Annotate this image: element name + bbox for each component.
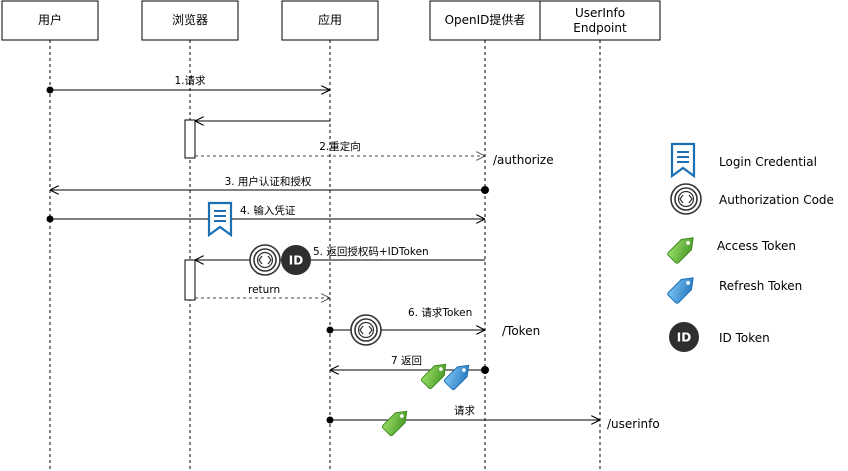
legend-access-token-icon xyxy=(666,232,699,265)
id-token-text: ID xyxy=(289,254,303,268)
legend-refresh-token-label: Refresh Token xyxy=(719,279,802,293)
participant-userinfo-label-line2: Endpoint xyxy=(573,21,627,35)
endpoint-token: /Token xyxy=(502,324,540,338)
legend-id-token-label: ID Token xyxy=(719,331,770,345)
message-8-label: 请求 xyxy=(454,404,475,417)
access-token-icon xyxy=(419,358,452,391)
message-return: return xyxy=(195,284,330,298)
activation-browser-1 xyxy=(184,119,196,159)
participant-browser: 浏览器 xyxy=(141,0,239,41)
participant-openid: OpenID提供者 xyxy=(429,0,541,41)
message-return-label: return xyxy=(248,284,280,296)
legend-authorization-code-label: Authorization Code xyxy=(719,193,834,207)
activation-browser-2 xyxy=(184,259,196,301)
authorization-code-icon xyxy=(249,244,281,276)
message-4-label: 4. 输入凭证 xyxy=(240,204,296,217)
refresh-token-icon xyxy=(442,359,475,392)
legend-refresh-token-icon xyxy=(666,272,699,305)
participant-openid-label: OpenID提供者 xyxy=(445,12,526,27)
message-6-label: 6. 请求Token xyxy=(408,306,472,319)
endpoint-authorize: /authorize xyxy=(493,153,554,167)
message-5-label: 5. 返回授权码+IDToken xyxy=(313,245,429,258)
endpoint-userinfo: /userinfo xyxy=(607,417,660,431)
message-2-label: 2.重定向 xyxy=(319,140,361,153)
legend-authorization-code-icon xyxy=(670,183,702,215)
message-3: 3. 用户认证和授权 xyxy=(50,175,489,194)
participant-user: 用户 xyxy=(1,0,99,41)
legend-login-credential-icon xyxy=(670,142,696,179)
participant-app-label: 应用 xyxy=(318,12,342,27)
legend-id-token-icon: ID xyxy=(669,322,699,352)
id-token-icon: ID xyxy=(281,245,311,275)
message-3-label: 3. 用户认证和授权 xyxy=(225,175,312,188)
participant-app: 应用 xyxy=(281,0,379,41)
participant-userinfo-label-line1: UserInfo xyxy=(575,6,625,20)
legend: Login Credential Authorization Code Acce… xyxy=(666,142,834,352)
message-2: 2.重定向 xyxy=(195,140,485,156)
legend-id-token-text: ID xyxy=(677,331,691,345)
message-4: 4. 输入凭证 xyxy=(46,204,485,223)
message-8: 请求 xyxy=(326,404,600,424)
login-credential-icon xyxy=(207,201,233,238)
legend-access-token-label: Access Token xyxy=(717,239,796,253)
access-token-icon xyxy=(380,405,413,438)
message-1-label: 1.请求 xyxy=(174,74,206,87)
legend-login-credential-label: Login Credential xyxy=(719,155,817,169)
message-7-label: 7 返回 xyxy=(391,355,422,367)
participant-userinfo: UserInfo Endpoint xyxy=(539,0,661,41)
authorization-code-icon xyxy=(350,314,382,346)
participant-user-label: 用户 xyxy=(38,12,62,27)
message-5: 5. 返回授权码+IDToken xyxy=(195,245,485,260)
participant-browser-label: 浏览器 xyxy=(172,12,208,27)
message-1: 1.请求 xyxy=(46,74,330,94)
